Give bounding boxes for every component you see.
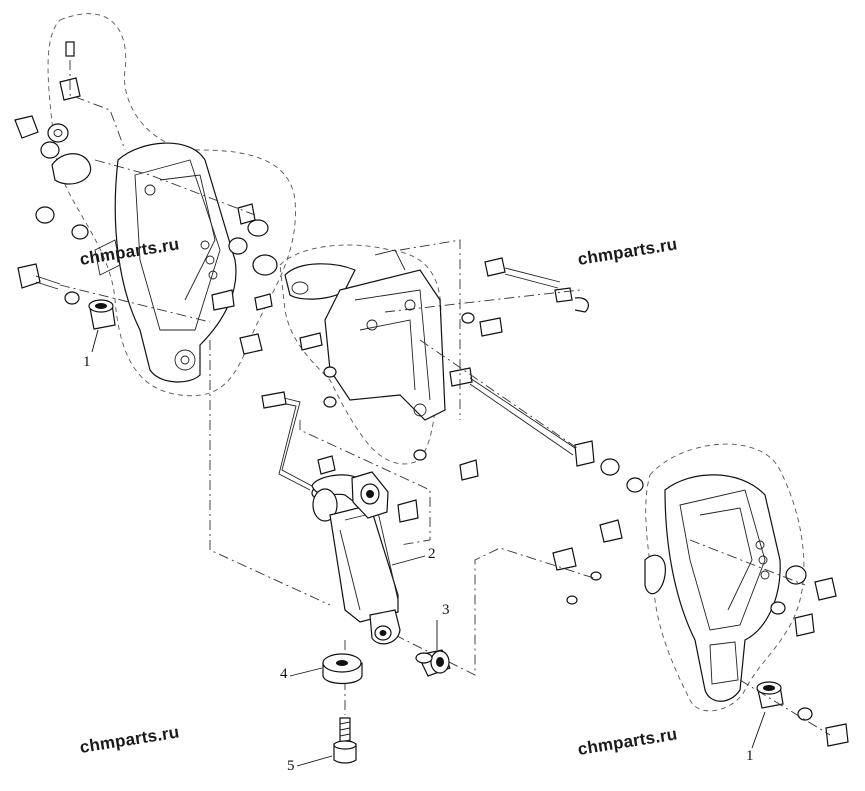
- callout-4: 4: [280, 666, 288, 682]
- center-swivel-bracket: [284, 249, 446, 421]
- callout-leaders: [91, 329, 766, 767]
- left-clamp-bracket: [94, 142, 237, 383]
- part-3-bushing: [415, 649, 451, 677]
- assembly-centerlines: [59, 60, 831, 736]
- center-hardware: [254, 257, 644, 523]
- part-2-tilt-cylinder: [261, 391, 401, 645]
- right-clamp-bracket: [644, 474, 781, 702]
- right-bracket-shadow-outline: [645, 443, 805, 712]
- callout-5: 5: [287, 758, 295, 774]
- left-hardware: [14, 41, 278, 355]
- center-bracket-shadow-outline: [279, 244, 442, 465]
- part-5-bolt: [333, 717, 357, 764]
- part-1-left-bushing: [88, 299, 116, 330]
- callout-1-right: 1: [746, 748, 754, 764]
- right-hardware: [552, 519, 849, 747]
- callout-3: 3: [442, 602, 450, 618]
- part-4-spacer: [322, 653, 363, 685]
- callout-1-left: 1: [83, 354, 91, 370]
- callout-2: 2: [428, 546, 436, 562]
